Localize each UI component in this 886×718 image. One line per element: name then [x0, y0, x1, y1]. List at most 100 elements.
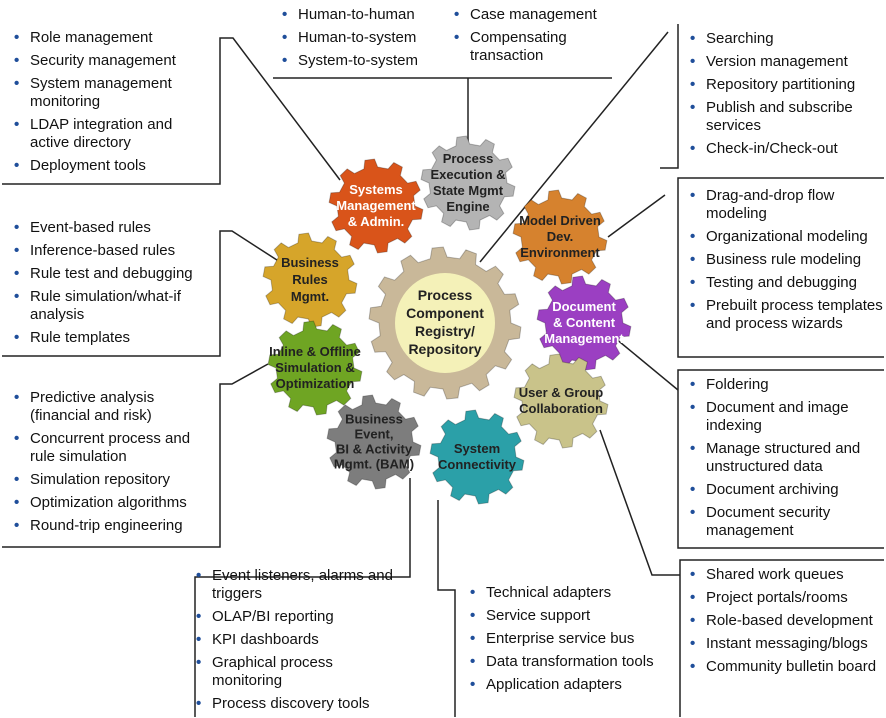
list-item: •Instant messaging/blogs: [690, 635, 868, 652]
bottom-mid-list: •Technical adapters •Service support •En…: [468, 584, 668, 694]
gear-shape: [328, 158, 424, 254]
top-right-panel: •Searching •Version management •Reposito…: [688, 30, 880, 163]
connector-bottom-mid: [437, 500, 456, 717]
list-item: •Enterprise service bus: [470, 630, 635, 647]
connector-mid-left: [2, 230, 281, 357]
connector-bottom-right-arm: [599, 429, 680, 576]
list-item: •Deployment tools: [14, 157, 146, 174]
connector-bottom-right: [679, 559, 884, 717]
low-left-list: •Predictive analysis (financial and risk…: [12, 389, 212, 535]
connector-mid-right: [677, 177, 884, 358]
list-item: •Human-to-human: [282, 6, 415, 23]
list-item: •Case management: [454, 6, 597, 23]
list-item: •Data transformation tools: [470, 653, 654, 670]
list-item: •Graphical process monitoring: [196, 654, 333, 689]
list-item: •Optimization algorithms: [14, 494, 187, 511]
gear-label-line: Mgmt.: [291, 289, 329, 304]
list-item: •Security management: [14, 52, 176, 69]
list-item: •Role management: [14, 29, 153, 46]
gear-label-line: Mgmt. (BAM): [334, 457, 414, 472]
connector-top-right-diag: [479, 31, 669, 263]
gear-label-line: Management: [336, 198, 416, 213]
gear-label-line: Registry/: [415, 323, 475, 339]
gear-label-line: Systems: [349, 182, 402, 197]
gear-label-line: Component: [406, 305, 484, 321]
gear-label-line: User & Group: [519, 385, 604, 400]
list-item: •Technical adapters: [470, 584, 612, 601]
gear-label-line: Rules: [292, 272, 327, 287]
list-item: •Rule templates: [14, 329, 131, 346]
list-item: •Project portals/rooms: [690, 589, 848, 606]
gear-label-line: Execution &: [430, 167, 505, 182]
list-item: •Inference-based rules: [14, 242, 176, 259]
list-item: •Drag-and-drop flow modeling: [690, 187, 835, 222]
gear-shape: [512, 189, 608, 285]
list-item: •Predictive analysis (financial and risk…: [14, 389, 155, 424]
bottom-left-panel: •Event listeners, alarms and triggers •O…: [194, 567, 394, 718]
list-item: •Business rule modeling: [690, 251, 862, 268]
list-item: •Round-trip engineering: [14, 517, 183, 534]
gear-label-line: Document: [552, 299, 616, 314]
top-right-list: •Searching •Version management •Reposito…: [688, 30, 880, 158]
list-item: •Shared work queues: [690, 566, 844, 583]
list-item: •OLAP/BI reporting: [196, 608, 334, 625]
top-left-list: •Role management •Security management •S…: [12, 29, 212, 175]
low-right-list: •Foldering •Document and image indexing …: [688, 376, 880, 540]
list-item: •Service support: [470, 607, 591, 624]
mid-left-panel: •Event-based rules •Inference-based rule…: [12, 219, 212, 352]
gear-label-line: Engine: [446, 199, 489, 214]
connector-top-right: [660, 24, 679, 169]
list-item: •LDAP integration and active directory: [14, 116, 173, 151]
connector-low-left: [2, 363, 269, 548]
gear-label-line: Collaboration: [519, 401, 603, 416]
list-item: •Document security management: [690, 504, 831, 539]
gear-label-line: Event,: [354, 427, 393, 442]
gear-label-line: Repository: [408, 341, 481, 357]
gear-shape: [267, 320, 363, 416]
list-item: •System-to-system: [282, 52, 419, 69]
gear-label-line: & Admin.: [348, 214, 405, 229]
mid-left-list: •Event-based rules •Inference-based rule…: [12, 219, 212, 347]
list-item: •Event-based rules: [14, 219, 151, 236]
gear-label-line: Dev.: [547, 229, 574, 244]
list-item: •Repository partitioning: [690, 76, 856, 93]
list-item: •Role-based development: [690, 612, 873, 629]
connector-mid-right-diag: [607, 194, 666, 238]
list-item: •Searching: [690, 30, 774, 47]
list-item: •Community bulletin board: [690, 658, 877, 675]
list-item: •Organizational modeling: [690, 228, 868, 245]
bottom-left-list: •Event listeners, alarms and triggers •O…: [194, 567, 394, 713]
gear-label-line: Optimization: [276, 376, 355, 391]
top-panel-col2-list: •Case management •Compensating transacti…: [452, 6, 622, 65]
list-item: •Rule simulation/what-if analysis: [14, 288, 181, 323]
gear-shape: [513, 353, 609, 449]
gear-label-line: Process: [418, 287, 473, 303]
list-item: •Compensating transaction: [454, 29, 567, 64]
gear-shape: [420, 135, 516, 231]
gear-label-line: Business: [345, 412, 403, 427]
list-item: •KPI dashboards: [196, 631, 319, 648]
mid-right-list: •Drag-and-drop flow modeling •Organizati…: [688, 187, 884, 333]
list-item: •Simulation repository: [14, 471, 171, 488]
list-item: •Concurrent process and rule simulation: [14, 430, 191, 465]
top-panel-col1-list: •Human-to-human •Human-to-system •System…: [280, 6, 450, 70]
list-item: •Document and image indexing: [690, 399, 849, 434]
gear-label-line: Simulation &: [275, 360, 354, 375]
gear-label-line: Model Driven: [519, 213, 601, 228]
list-item: •Testing and debugging: [690, 274, 857, 291]
low-left-panel: •Predictive analysis (financial and risk…: [12, 389, 212, 540]
list-item: •System management monitoring: [14, 75, 172, 110]
list-item: •Application adapters: [470, 676, 622, 693]
list-item: •Prebuilt process templates and process …: [690, 297, 883, 332]
gear-label-line: Management: [544, 331, 624, 346]
gear-label-line: & Content: [553, 315, 616, 330]
